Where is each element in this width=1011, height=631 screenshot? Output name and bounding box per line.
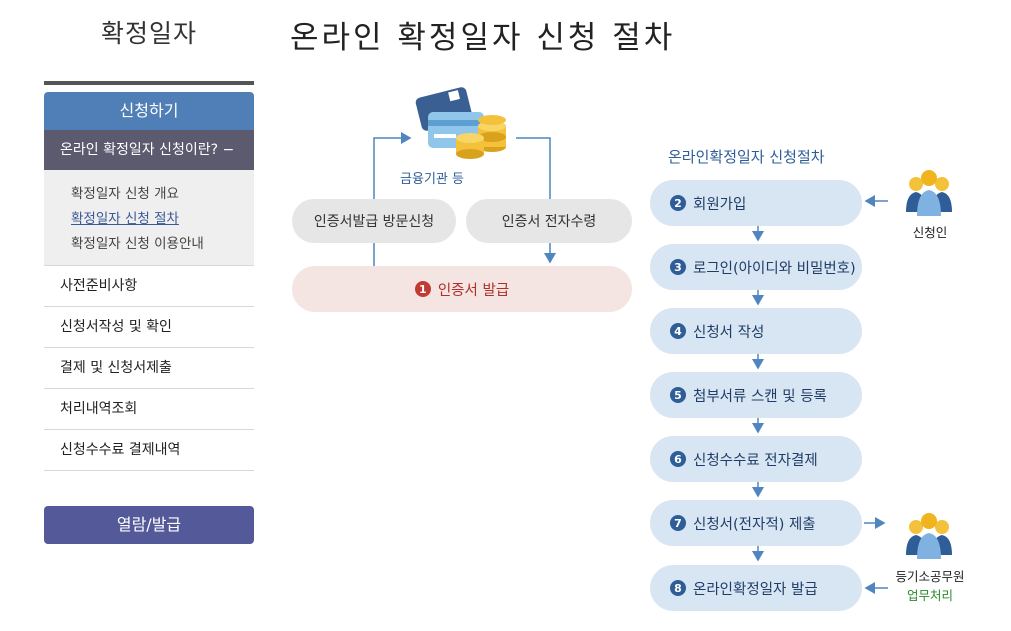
certificate-issue-label: 인증서 발급 (437, 282, 510, 299)
process-title: 온라인확정일자 신청절차 (668, 148, 825, 166)
electronic-receive-pill: 인증서 전자수령 (466, 199, 632, 243)
step-submit: 7 신청서(전자적) 제출 (650, 500, 862, 546)
step-issue: 8 온라인확정일자 발급 (650, 565, 862, 611)
sidebar-sub-procedure[interactable]: 확정일자 신청 절차 (71, 211, 179, 227)
certificate-issue-pill: 1 인증서 발급 (292, 266, 632, 312)
sidebar-title: 확정일자 (100, 19, 197, 48)
step-label: 회원가입 (693, 196, 747, 213)
sidebar-sub-overview[interactable]: 확정일자 신청 개요 (71, 186, 179, 202)
officer-task-label: 업무처리 (906, 588, 953, 603)
step-number-badge: 4 (670, 323, 686, 339)
step-attachments: 5 첨부서류 스캔 및 등록 (650, 372, 862, 418)
step-number-badge: 2 (670, 195, 686, 211)
step-signup: 2 회원가입 (650, 180, 862, 226)
step-number-badge: 3 (670, 259, 686, 275)
applicant-people-icon (906, 170, 952, 216)
step-label: 첨부서류 스캔 및 등록 (693, 388, 827, 405)
sidebar-item-history[interactable]: 처리내역조회 (44, 389, 254, 430)
step-label: 신청수수료 전자결제 (693, 452, 818, 469)
applicant-label: 신청인 (912, 225, 948, 240)
sidebar-top-divider (44, 81, 254, 85)
step-number-badge: 6 (670, 451, 686, 467)
step-number-badge: 5 (670, 387, 686, 403)
sidebar-submenu: 확정일자 신청 개요 확정일자 신청 절차 확정일자 신청 이용안내 (44, 170, 254, 265)
step-payment: 6 신청수수료 전자결제 (650, 436, 862, 482)
step-label: 신청서(전자적) 제출 (693, 516, 816, 533)
officer-people-icon (906, 513, 952, 559)
step-label: 신청서 작성 (693, 324, 765, 341)
sidebar-header-apply[interactable]: 신청하기 (44, 92, 254, 130)
sidebar-item-form[interactable]: 신청서작성 및 확인 (44, 307, 254, 348)
officer-label: 등기소공무원 (895, 569, 965, 584)
sidebar: 신청하기 온라인 확정일자 신청이란? − 확정일자 신청 개요 확정일자 신청… (44, 92, 254, 471)
step-form: 4 신청서 작성 (650, 308, 862, 354)
sidebar-item-fee-history[interactable]: 신청수수료 결제내역 (44, 430, 254, 471)
finance-institution-label: 금융기관 등 (400, 172, 464, 187)
view-issue-button[interactable]: 열람/발급 (44, 506, 254, 544)
page-title: 온라인 확정일자 신청 절차 (290, 20, 676, 56)
step-login: 3 로그인(아이디와 비밀번호) (650, 244, 862, 290)
card-coins-icon (415, 87, 506, 159)
step-number-badge: 7 (670, 515, 686, 531)
step-number-badge: 8 (670, 580, 686, 596)
step-label: 온라인확정일자 발급 (693, 581, 818, 598)
sidebar-item-preparation[interactable]: 사전준비사항 (44, 265, 254, 307)
sidebar-item-online-intro[interactable]: 온라인 확정일자 신청이란? − (44, 130, 254, 170)
visit-request-pill: 인증서발급 방문신청 (292, 199, 456, 243)
step-label: 로그인(아이디와 비밀번호) (693, 260, 856, 277)
sidebar-sub-usage[interactable]: 확정일자 신청 이용안내 (71, 236, 204, 252)
sidebar-item-payment[interactable]: 결제 및 신청서제출 (44, 348, 254, 389)
step-number-badge: 1 (414, 281, 431, 297)
